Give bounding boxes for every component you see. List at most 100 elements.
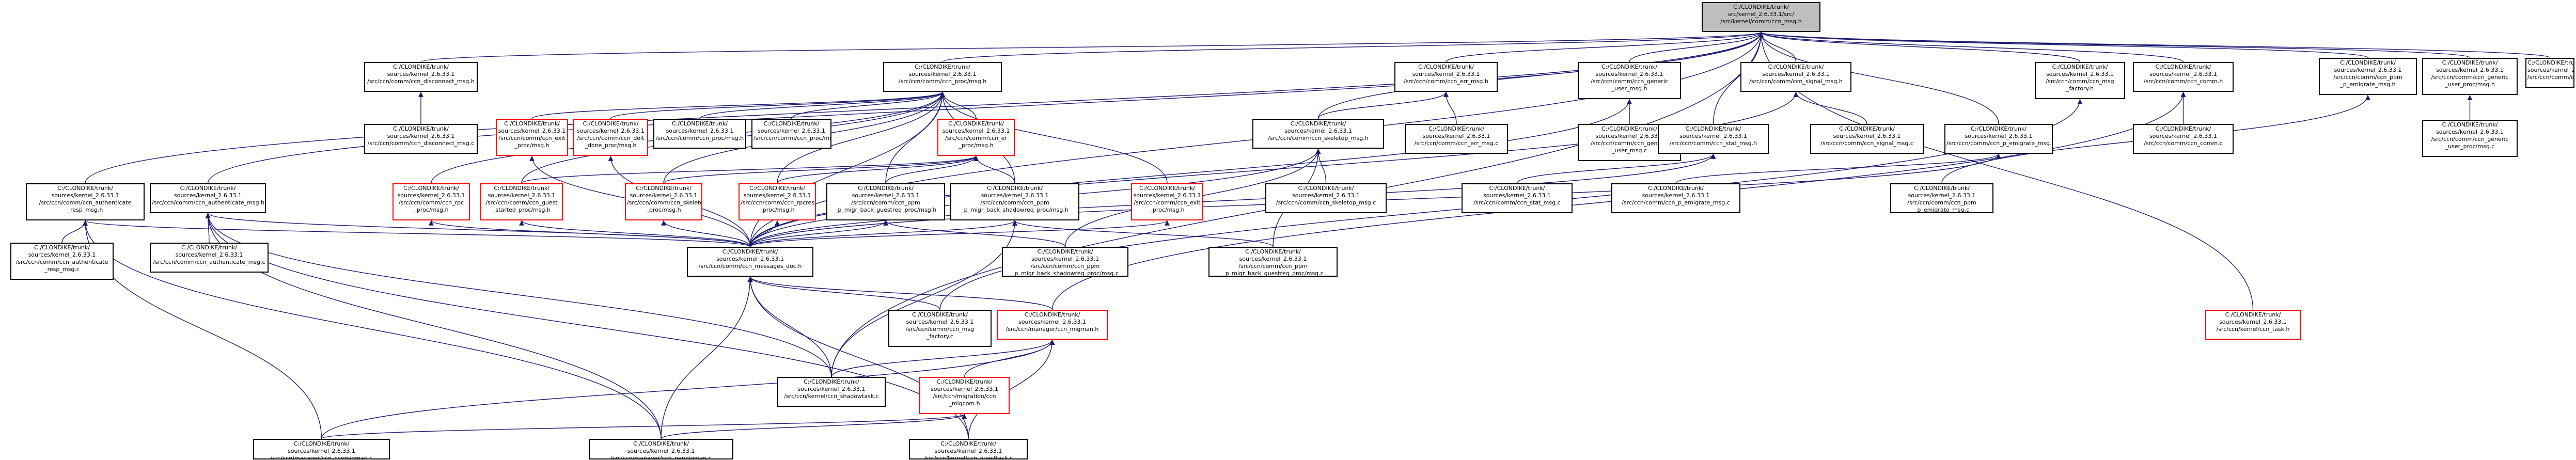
file-node[interactable]: C:/CLONDIKE/trunk/sources/kernel_2.6.33.… — [2133, 124, 2234, 154]
file-node-label-line: C:/CLONDIKE/trunk/ — [2052, 64, 2108, 70]
file-node-label-line: _p_emigrate_msg.c — [1914, 207, 1970, 213]
file-node-label-line: /src/ccn/comm/ccn_proc/msg.c — [753, 135, 830, 141]
file-node[interactable]: C:/CLONDIKE/trunk/sources/kernel_2.6.33.… — [1394, 62, 1498, 92]
file-node[interactable]: C:/CLONDIKE/trunk/sources/kernel_2.6.33.… — [392, 183, 470, 220]
file-node[interactable]: C:/CLONDIKE/trunk/sources/kernel_2.6.33.… — [2205, 310, 2301, 340]
file-node-label-line: _proc/msg.h — [760, 207, 795, 213]
file-node-label-line: sources/kernel_2.6.33.1 — [981, 192, 1049, 199]
file-node-label-line: sources/kernel_2.6.33.1 — [627, 448, 695, 454]
file-node-label-line: C:/CLONDIKE/trunk/ — [633, 440, 689, 447]
file-node-label-line: C:/CLONDIKE/trunk/ — [2442, 121, 2498, 128]
file-node[interactable]: C:/CLONDIKE/trunk/sources/kernel_2.6.33.… — [937, 119, 1015, 156]
file-node-label-line: /src/ccn/comm/ccn_skeletop_msg.c — [1276, 199, 1376, 206]
file-node-label-line: C:/CLONDIKE/trunk/ — [2340, 59, 2396, 66]
file-node[interactable]: C:/CLONDIKE/trunk/sources/kernel_2.6.33.… — [1002, 247, 1128, 277]
file-node-label-line: C:/CLONDIKE/trunk/ — [1245, 248, 1301, 255]
file-node-label-line: /src/ccn/comm/ccn_doit — [577, 135, 645, 141]
file-node-label-line: sources/kernel_2.6.33.1 — [2149, 71, 2217, 77]
include-edge — [661, 276, 753, 439]
file-node-label-line: C:/CLONDIKE/trunk/ — [1428, 125, 1484, 132]
file-node[interactable]: C:/CLONDIKE/trunk/sources/kernel_2.6.33.… — [2422, 58, 2518, 95]
file-node-label-line: C:/CLONDIKE/trunk/ — [987, 185, 1043, 192]
file-node[interactable]: C:/CLONDIKE/trunk/sources/kernel_2.6.33.… — [739, 183, 816, 220]
file-node-label-line: C:/CLONDIKE/trunk/ — [915, 64, 970, 70]
file-node-label-line: sources/kernel_2.6.33.1 — [1018, 319, 1086, 325]
file-node-label-line: /src/ccn/comm/ccn_generic — [1591, 78, 1668, 85]
file-node-label-line: C:/CLONDIKE/trunk/ — [583, 120, 639, 127]
file-node[interactable]: C:/CLONDIKE/trunk/sources/kernel_2.6.33.… — [777, 377, 886, 407]
file-node[interactable]: C:/CLONDIKE/trunk/sources/kernel_2.6.33.… — [1208, 247, 1338, 277]
file-node[interactable]: C:/CLONDIKE/trunk/sources/kernel_2.6.33.… — [480, 183, 563, 220]
file-node[interactable]: C:/CLONDIKE/trunk/sources/kernel_2.6.33.… — [888, 310, 992, 347]
file-node-label-line: /src/ccn/comm/ccn_p_emigrate_msg.h — [1946, 140, 2053, 147]
file-node-label-line: C:/CLONDIKE/trunk/ — [2155, 125, 2211, 132]
file-node[interactable]: C:/CLONDIKE/trunk/sources/kernel_2.6.33.… — [950, 183, 1079, 220]
file-node-label-line: C:/CLONDIKE/trunk/ — [1298, 185, 1354, 192]
file-node[interactable]: C:/CLONDIKE/trunk/sources/kernel_2.6.33.… — [26, 183, 145, 220]
file-node-label-line: C:/CLONDIKE/trunk/ — [2442, 59, 2498, 66]
file-node-label-line: C:/CLONDIKE/trunk/ — [393, 125, 449, 132]
file-node[interactable]: C:/CLONDIKE/trunk/sources/kernel_2.6.33.… — [364, 124, 478, 154]
file-node[interactable]: C:/CLONDIKE/trunk/sources/kernel_2.6.33.… — [1740, 62, 1851, 92]
file-node-label-line: sources/kernel_2.6.33.1 — [2046, 71, 2114, 77]
include-edge — [1516, 153, 1716, 184]
file-node[interactable]: C:/CLONDIKE/trunk/sources/kernel_2.6.33.… — [1944, 124, 2053, 154]
file-node-label-line: sources/kernel_2.6.33.1 — [942, 128, 1010, 134]
file-node[interactable]: C:/CLONDIKE/trunk/sources/kernel_2.6.33.… — [1658, 124, 1769, 154]
include-edge — [1443, 91, 1457, 124]
file-node[interactable]: C:/CLONDIKE/trunk/sources/kernel_2.6.33.… — [2422, 120, 2518, 157]
file-node-label-line: sources/kernel_2.6.33.1 — [2334, 67, 2402, 73]
file-node[interactable]: C:/CLONDIKE/trunk/sources/kernel_2.6.33.… — [589, 439, 733, 459]
file-node-label-line: /src/ccn/comm/ccn_authenticate — [15, 259, 108, 265]
file-node[interactable]: C:/CLONDIKE/trunk/sources/kernel_2.6.33.… — [1462, 183, 1573, 213]
file-node[interactable]: C:/CLONDIKE/trunk/sources/kernel_2.6.33.… — [1265, 183, 1387, 213]
file-node-label-line: sources/kernel_2.6.33.1 — [1642, 192, 1710, 199]
file-node[interactable]: C:/CLONDIKE/trunk/sources/kernel_2.6.33.… — [751, 119, 831, 149]
file-node[interactable]: C:/CLONDIKE/trunk/sources/kernel_2.6.33.… — [1810, 124, 1924, 154]
file-node[interactable]: C:/CLONDIKE/trunk/sources/kernel_2.6.33.… — [1578, 62, 1681, 99]
file-node[interactable]: C:/CLONDIKE/trunk/sources/kernel_2.6.33.… — [496, 119, 568, 156]
file-node[interactable]: C:/CLONDIKE/trunk/sources/kernel_2.6.33.… — [150, 243, 269, 273]
include-edge — [429, 220, 751, 247]
root-file-node[interactable]: C:/CLONDIKE/trunk/src/kernel_2.6.33.1/sr… — [1702, 2, 1820, 32]
file-node-label-line: /src/ccn/comm/ccn_generic — [1591, 140, 1668, 147]
file-node[interactable]: C:/CLONDIKE/trunk/sources/kernel_2.6.33.… — [2319, 58, 2417, 95]
file-node[interactable]: C:/CLONDIKE/trunk/sources/kernel_2.6.33.… — [2525, 58, 2574, 88]
file-node-label-line: /src/ccn/comm/ccn_rpcresp — [741, 199, 816, 206]
file-node[interactable]: C:/CLONDIKE/trunk/sources/kernel_2.6.33.… — [2035, 62, 2125, 99]
file-node[interactable]: C:/CLONDIKE/trunk/sources/kernel_2.6.33.… — [883, 62, 1002, 92]
file-node[interactable]: C:/CLONDIKE/trunk/sources/kernel_2.6.33.… — [653, 119, 746, 149]
file-node[interactable]: C:/CLONDIKE/trunk/sources/kernel_2.6.33.… — [253, 439, 390, 459]
file-node[interactable]: C:/CLONDIKE/trunk/sources/kernel_2.6.33.… — [997, 310, 1108, 340]
file-node[interactable]: C:/CLONDIKE/trunk/sources/kernel_2.6.33.… — [625, 183, 702, 220]
file-node[interactable]: C:/CLONDIKE/trunk/sources/kernel_2.6.33.… — [919, 377, 1010, 414]
include-edge — [205, 213, 662, 439]
file-node[interactable]: C:/CLONDIKE/trunk/sources/kernel_2.6.33.… — [687, 247, 813, 277]
file-node[interactable]: C:/CLONDIKE/trunk/sources/kernel_2.6.33.… — [1252, 119, 1384, 149]
file-node-label-line: _p_migr_back_guestreq_proc/msg.c — [1222, 270, 1324, 277]
include-edge — [321, 339, 1055, 439]
file-node-label-line: C:/CLONDIKE/trunk/ — [936, 378, 993, 385]
file-node-label-line: src/kernel_2.6.33.1/src/ — [1727, 11, 1795, 18]
file-node-label-line: C:/CLONDIKE/trunk/ — [1418, 64, 1474, 70]
file-node[interactable]: C:/CLONDIKE/trunk/sources/kernel_2.6.33.… — [10, 243, 114, 280]
file-node[interactable]: C:/CLONDIKE/trunk/sources/kernel_2.6.33.… — [1890, 183, 1993, 213]
include-edge — [1012, 220, 1274, 247]
file-node[interactable]: C:/CLONDIKE/trunk/sources/kernel_2.6.33.… — [364, 62, 478, 92]
include-edge — [747, 276, 1053, 310]
file-node[interactable]: C:/CLONDIKE/trunk/sources/kernel_2.6.33.… — [1405, 124, 1508, 154]
file-node[interactable]: C:/CLONDIKE/trunk/sources/kernel_2.6.33.… — [1611, 183, 1740, 213]
file-node[interactable]: C:/CLONDIKE/trunk/sources/kernel_2.6.33.… — [573, 119, 648, 156]
file-node[interactable]: C:/CLONDIKE/trunk/sources/kernel_2.6.33.… — [150, 183, 266, 213]
file-node[interactable]: C:/CLONDIKE/trunk/sources/kernel_2.6.33.… — [2133, 62, 2234, 92]
file-node[interactable]: C:/CLONDIKE/trunk/sources/kernel_2.6.33.… — [826, 183, 945, 220]
file-node-label-line: sources/kernel_2.6.33.1 — [51, 192, 119, 199]
file-node-label-line: /src/ccn/comm/ccn_messages_doc.h — [698, 263, 802, 269]
file-node[interactable]: C:/CLONDIKE/trunk/sources/kernel_2.6.33.… — [1131, 183, 1203, 220]
file-node-label-line: C:/CLONDIKE/trunk/ — [2225, 311, 2281, 318]
file-node-label-line: /src/ccn/comm/ccn_msg — [905, 326, 975, 332]
file-node-label-line: C:/CLONDIKE/trunk/ — [1971, 125, 2027, 132]
file-node[interactable]: C:/CLONDIKE/trunk/sources/kernel_2.6.33.… — [909, 439, 1028, 459]
file-node-label-line: /src/ccn/comm/ccn_ppm — [1907, 199, 1976, 206]
include-edge — [749, 91, 945, 247]
